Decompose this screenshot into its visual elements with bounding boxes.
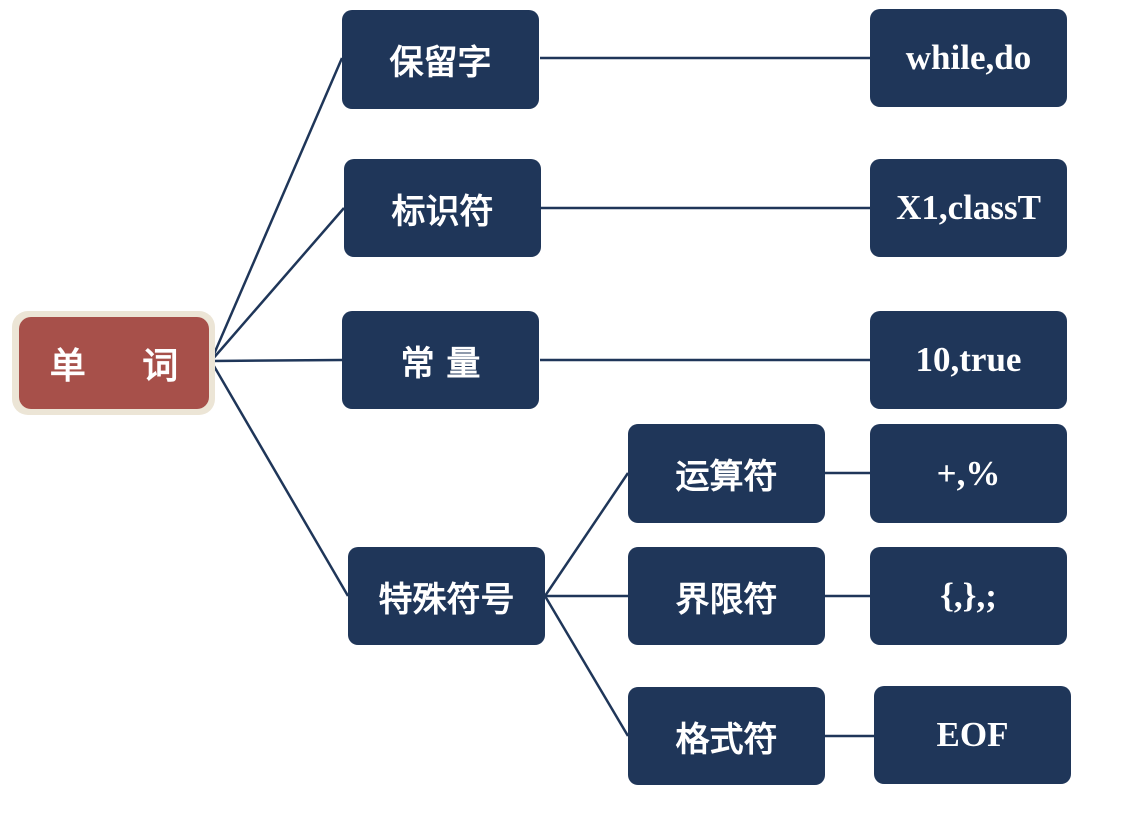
line-special-operator [543, 472, 630, 597]
subcategory-format: 格式符 [628, 687, 825, 785]
category-special-symbols: 特殊符号 [348, 547, 545, 645]
line-root-special [209, 360, 350, 597]
example-keyword: while,do [870, 9, 1067, 107]
line-root-constant [210, 358, 343, 363]
category-constant: 常 量 [342, 311, 539, 409]
subcategory-delimiter: 界限符 [628, 547, 825, 645]
example-format: EOF [874, 686, 1071, 784]
line-root-identifier [210, 207, 345, 362]
example-delimiter: {,},; [870, 547, 1067, 645]
category-keyword: 保留字 [342, 10, 539, 109]
example-constant: 10,true [870, 311, 1067, 409]
category-identifier: 标识符 [344, 159, 541, 257]
line-root-keyword [209, 57, 344, 362]
root-node: 单 词 [19, 317, 209, 409]
line-special-format [543, 595, 630, 737]
example-identifier: X1,classT [870, 159, 1067, 257]
subcategory-operator: 运算符 [628, 424, 825, 523]
example-operator: +,% [870, 424, 1067, 523]
